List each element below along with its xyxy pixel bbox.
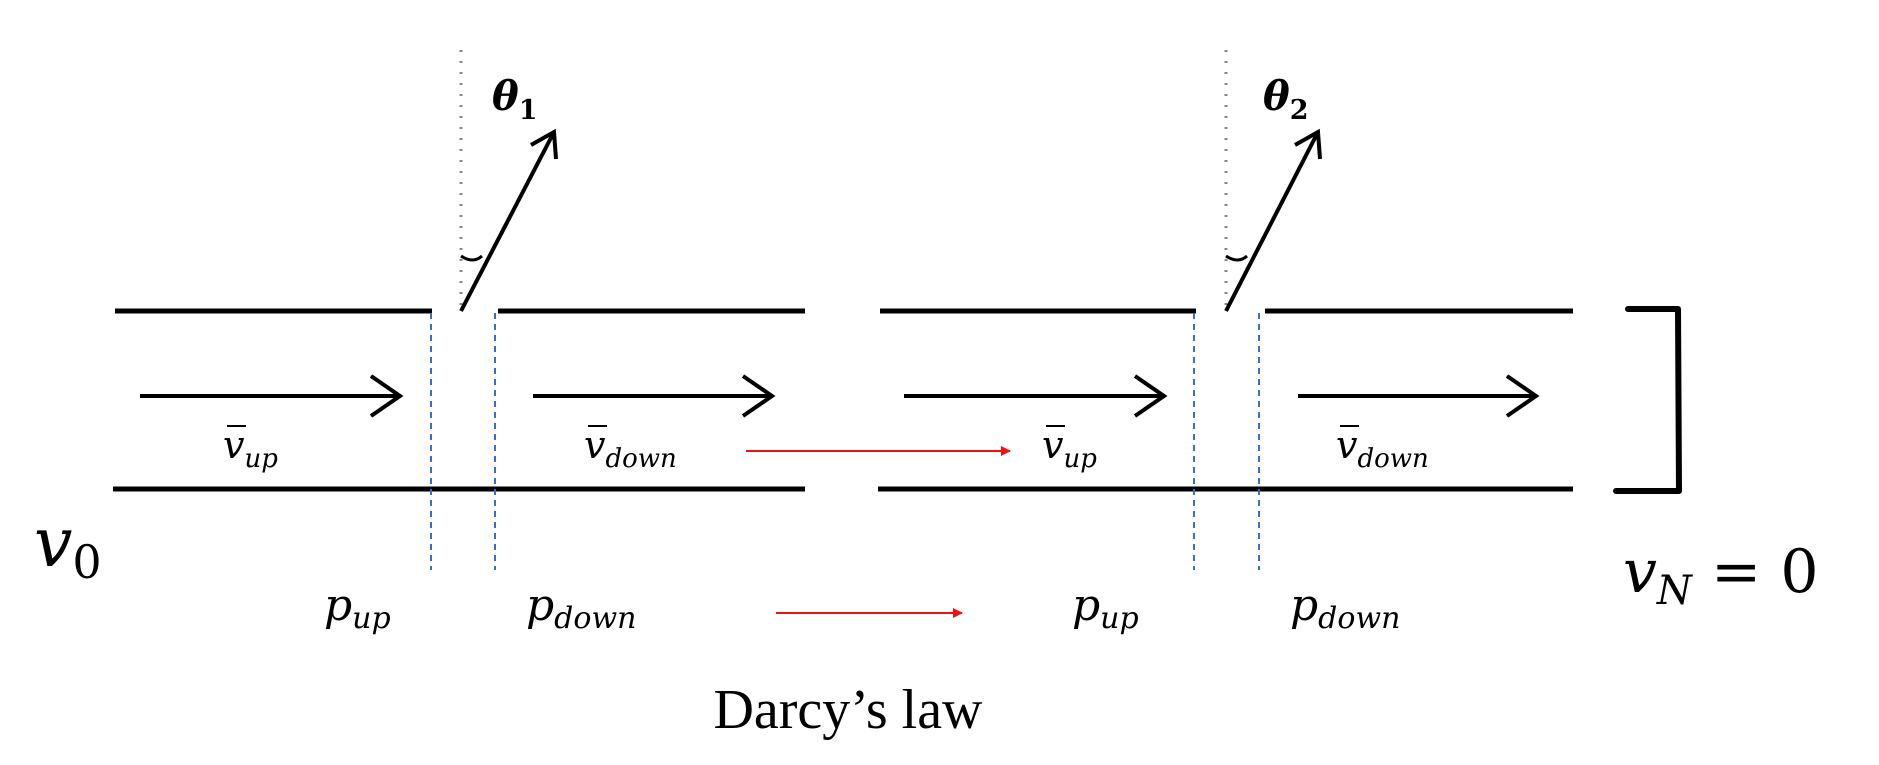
svg-text:vdown: vdown xyxy=(584,423,677,474)
p-up-label-2: pup xyxy=(1072,580,1139,636)
p-down-label-1: pdown xyxy=(526,580,636,636)
vN-label: vN = 0 xyxy=(1623,537,1819,614)
v-down-label-2: vdown xyxy=(1336,423,1429,474)
flow-arrow-down-1 xyxy=(533,374,776,418)
svg-text:vdown: vdown xyxy=(1336,423,1429,474)
caption: Darcy’s law xyxy=(713,679,983,741)
v-up-label-1: vup xyxy=(223,423,278,474)
pipe-segment-1 xyxy=(113,50,805,570)
p-up-label-1: pup xyxy=(324,580,391,636)
flow-arrow-up-2 xyxy=(904,374,1168,418)
v-up-label-2: vup xyxy=(1042,423,1097,474)
outlet-arrow-2 xyxy=(1224,128,1322,312)
svg-text:vup: vup xyxy=(223,423,278,474)
flow-arrow-down-2 xyxy=(1298,374,1540,418)
v-down-label-1: vdown xyxy=(584,423,677,474)
theta-1-label: θ1 xyxy=(492,73,537,126)
v0-label: v0 xyxy=(34,504,102,589)
svg-text:vup: vup xyxy=(1042,423,1097,474)
flow-arrow-up-1 xyxy=(140,374,404,418)
angle-arc-1 xyxy=(460,254,483,262)
closed-end-bracket xyxy=(1613,306,1682,494)
outlet-arrow-1 xyxy=(459,128,558,312)
pipe-segment-2 xyxy=(878,50,1573,570)
angle-arc-2 xyxy=(1225,254,1248,262)
theta-2-label: θ2 xyxy=(1263,73,1308,126)
p-down-label-2: pdown xyxy=(1290,580,1400,636)
